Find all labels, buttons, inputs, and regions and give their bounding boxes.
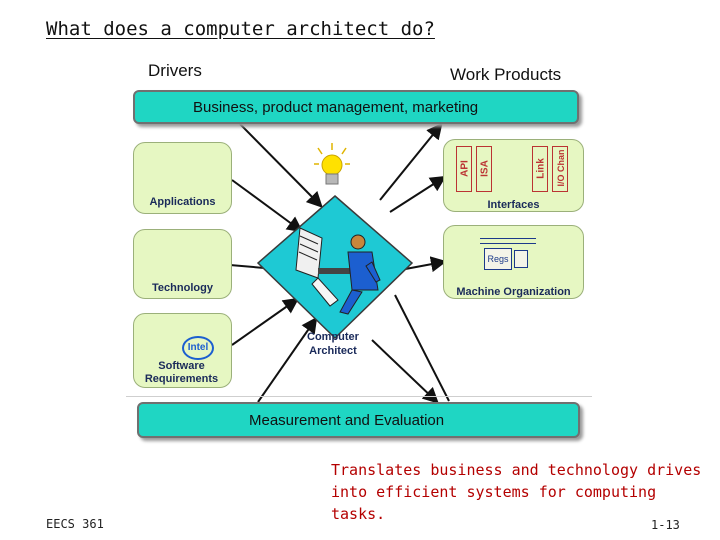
arrow-apps-in xyxy=(231,179,304,233)
interfaces-panel: API ISA Link I/O Chan Interfaces xyxy=(443,139,584,212)
computer-architect-label: Computer Architect xyxy=(297,330,369,358)
arrow-top-out xyxy=(379,122,443,201)
machine-organization-panel: Regs Machine Organization xyxy=(443,225,584,299)
machine-organization-label: Machine Organization xyxy=(456,286,571,298)
architect-figure-icon xyxy=(295,227,381,315)
course-label: EECS 361 xyxy=(46,517,104,531)
architect-diamond xyxy=(256,195,414,340)
interface-col-isa-label: ISA xyxy=(479,160,491,177)
computer-architect-line-2: Architect xyxy=(309,345,357,357)
interface-col-api-label: API xyxy=(459,160,471,177)
bus-line xyxy=(480,238,536,244)
interfaces-columns: API ISA Link I/O Chan xyxy=(456,146,574,194)
measurement-box: Measurement and Evaluation xyxy=(137,402,580,438)
divider-line xyxy=(126,396,592,397)
drivers-label: Drivers xyxy=(148,61,202,80)
summary-note-line-1: Translates business and technology drive… xyxy=(331,461,702,479)
interface-col-isa: ISA xyxy=(476,146,492,192)
intel-logo-icon: Intel xyxy=(182,336,214,360)
arrow-bottom-in xyxy=(257,316,318,403)
summary-note-line-2: into efficient systems for computing tas… xyxy=(331,483,657,523)
arrow-bottom-out xyxy=(371,339,439,404)
interface-col-api: API xyxy=(456,146,472,192)
interface-col-io: I/O Chan xyxy=(552,146,568,192)
interface-col-link-label: Link xyxy=(535,158,547,179)
interfaces-label: Interfaces xyxy=(487,199,540,211)
technology-panel: Technology xyxy=(133,229,232,299)
technology-label: Technology xyxy=(152,282,213,294)
applications-panel: Applications xyxy=(133,142,232,214)
measurement-box-label: Measurement and Evaluation xyxy=(249,412,445,429)
arrow-sw-in xyxy=(231,297,300,346)
summary-note: Translates business and technology drive… xyxy=(331,459,711,525)
software-requirements-label: Software Requirements xyxy=(144,360,219,385)
software-panel: Intel Software Requirements xyxy=(133,313,232,388)
arrow-mo-bottom xyxy=(394,294,450,402)
lightbulb-icon xyxy=(314,143,350,185)
computer-architect-line-1: Computer xyxy=(307,331,359,343)
interface-col-io-label: I/O Chan xyxy=(556,149,566,187)
arrow-iface-out xyxy=(389,175,447,213)
regs-block: Regs xyxy=(484,248,512,270)
alu-shape xyxy=(514,250,528,268)
business-box-label: Business, product management, marketing xyxy=(193,99,479,116)
business-box: Business, product management, marketing xyxy=(133,90,579,124)
slide-number: 1-13 xyxy=(651,518,680,532)
applications-label: Applications xyxy=(149,196,216,208)
slide-title: What does a computer architect do? xyxy=(46,18,435,40)
work-products-label: Work Products xyxy=(450,65,562,84)
intel-logo-text: Intel xyxy=(187,342,209,353)
arrow-top-in xyxy=(239,123,323,208)
interface-col-link: Link xyxy=(532,146,548,192)
regs-label: Regs xyxy=(487,254,509,264)
